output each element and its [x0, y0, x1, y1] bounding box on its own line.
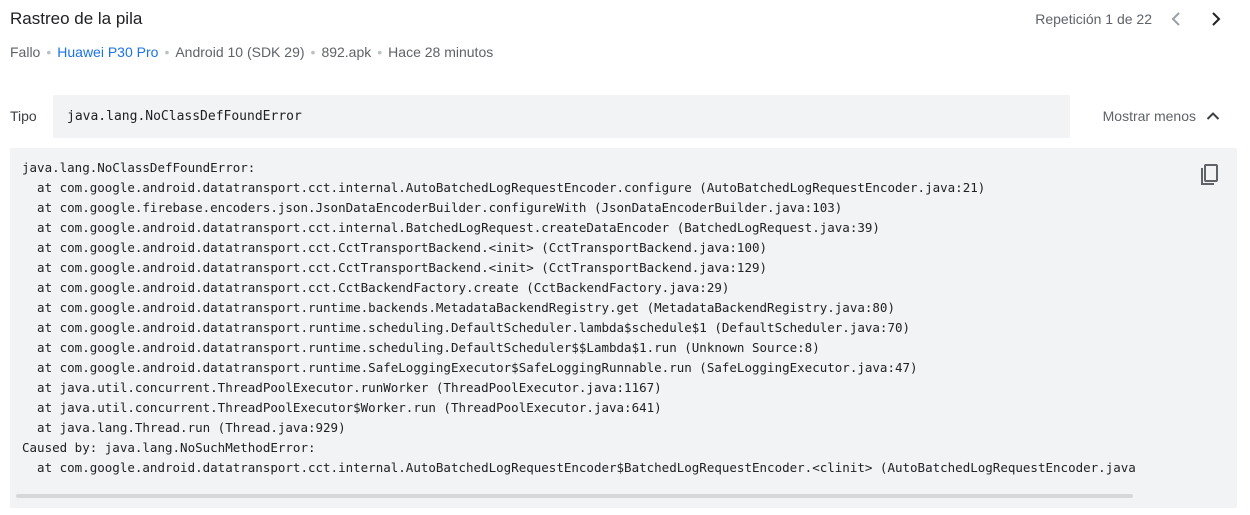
- show-less-label: Mostrar menos: [1102, 108, 1196, 124]
- copy-icon: [1201, 164, 1218, 185]
- occurrence-pager: Repetición 1 de 22: [1035, 8, 1228, 30]
- page-title: Rastreo de la pila: [10, 9, 143, 28]
- stack-trace-line: at java.util.concurrent.ThreadPoolExecut…: [22, 380, 662, 395]
- chevron-left-icon: [1171, 12, 1180, 26]
- stack-trace-line: at com.google.android.datatransport.cct.…: [22, 180, 986, 195]
- scrollbar-thumb[interactable]: [16, 494, 1133, 498]
- stack-trace-line: at com.google.android.datatransport.cct.…: [22, 220, 880, 235]
- chevron-up-icon: [1206, 112, 1220, 120]
- event-metadata: Fallo • Huawei P30 Pro • Android 10 (SDK 29)…: [10, 44, 493, 60]
- status-label: Fallo: [10, 44, 41, 60]
- stack-trace-text: java.lang.NoClassDefFoundError: at com.g…: [22, 158, 1184, 478]
- stack-trace-panel: java.lang.NoClassDefFoundError: at com.g…: [10, 148, 1237, 508]
- show-less-toggle[interactable]: Mostrar menos: [1103, 106, 1220, 126]
- stack-trace-line: at com.google.android.datatransport.cct.…: [22, 280, 730, 295]
- event-time: Hace 28 minutos: [388, 44, 494, 60]
- stack-trace-line: at com.google.android.datatransport.runt…: [22, 340, 820, 355]
- previous-occurrence-button[interactable]: [1164, 8, 1188, 30]
- exception-type-value: java.lang.NoClassDefFoundError: [53, 95, 1070, 138]
- apk-name: 892.apk: [321, 44, 372, 60]
- next-occurrence-button[interactable]: [1204, 8, 1228, 30]
- copy-button[interactable]: [1197, 162, 1221, 188]
- stack-trace-line: at com.google.android.datatransport.cct.…: [22, 460, 1136, 475]
- stack-trace-line: at com.google.android.datatransport.runt…: [22, 360, 918, 375]
- stack-trace-line: at com.google.firebase.encoders.json.Jso…: [22, 200, 843, 215]
- exception-type-label: Tipo: [10, 108, 37, 124]
- chevron-right-icon: [1212, 12, 1221, 26]
- stack-trace-line: java.lang.NoClassDefFoundError:: [22, 160, 256, 175]
- stack-trace-line: at com.google.android.datatransport.cct.…: [22, 260, 768, 275]
- stack-trace-line: at com.google.android.datatransport.runt…: [22, 320, 911, 335]
- device-link[interactable]: Huawei P30 Pro: [57, 44, 159, 60]
- separator: •: [46, 44, 52, 60]
- stack-trace-line: at java.util.concurrent.ThreadPoolExecut…: [22, 400, 662, 415]
- separator: •: [377, 44, 383, 60]
- stack-trace-line: at com.google.android.datatransport.runt…: [22, 300, 895, 315]
- separator: •: [164, 44, 170, 60]
- occurrence-counter: Repetición 1 de 22: [1035, 11, 1152, 27]
- stack-trace-line: Caused by: java.lang.NoSuchMethodError:: [22, 440, 316, 455]
- separator: •: [310, 44, 316, 60]
- stack-trace-line: at java.lang.Thread.run (Thread.java:929…: [22, 420, 346, 435]
- stack-trace-line: at com.google.android.datatransport.cct.…: [22, 240, 768, 255]
- horizontal-scrollbar[interactable]: [14, 494, 1233, 500]
- os-version: Android 10 (SDK 29): [175, 44, 305, 60]
- page-header: Rastreo de la pila Repetición 1 de 22: [10, 8, 1228, 32]
